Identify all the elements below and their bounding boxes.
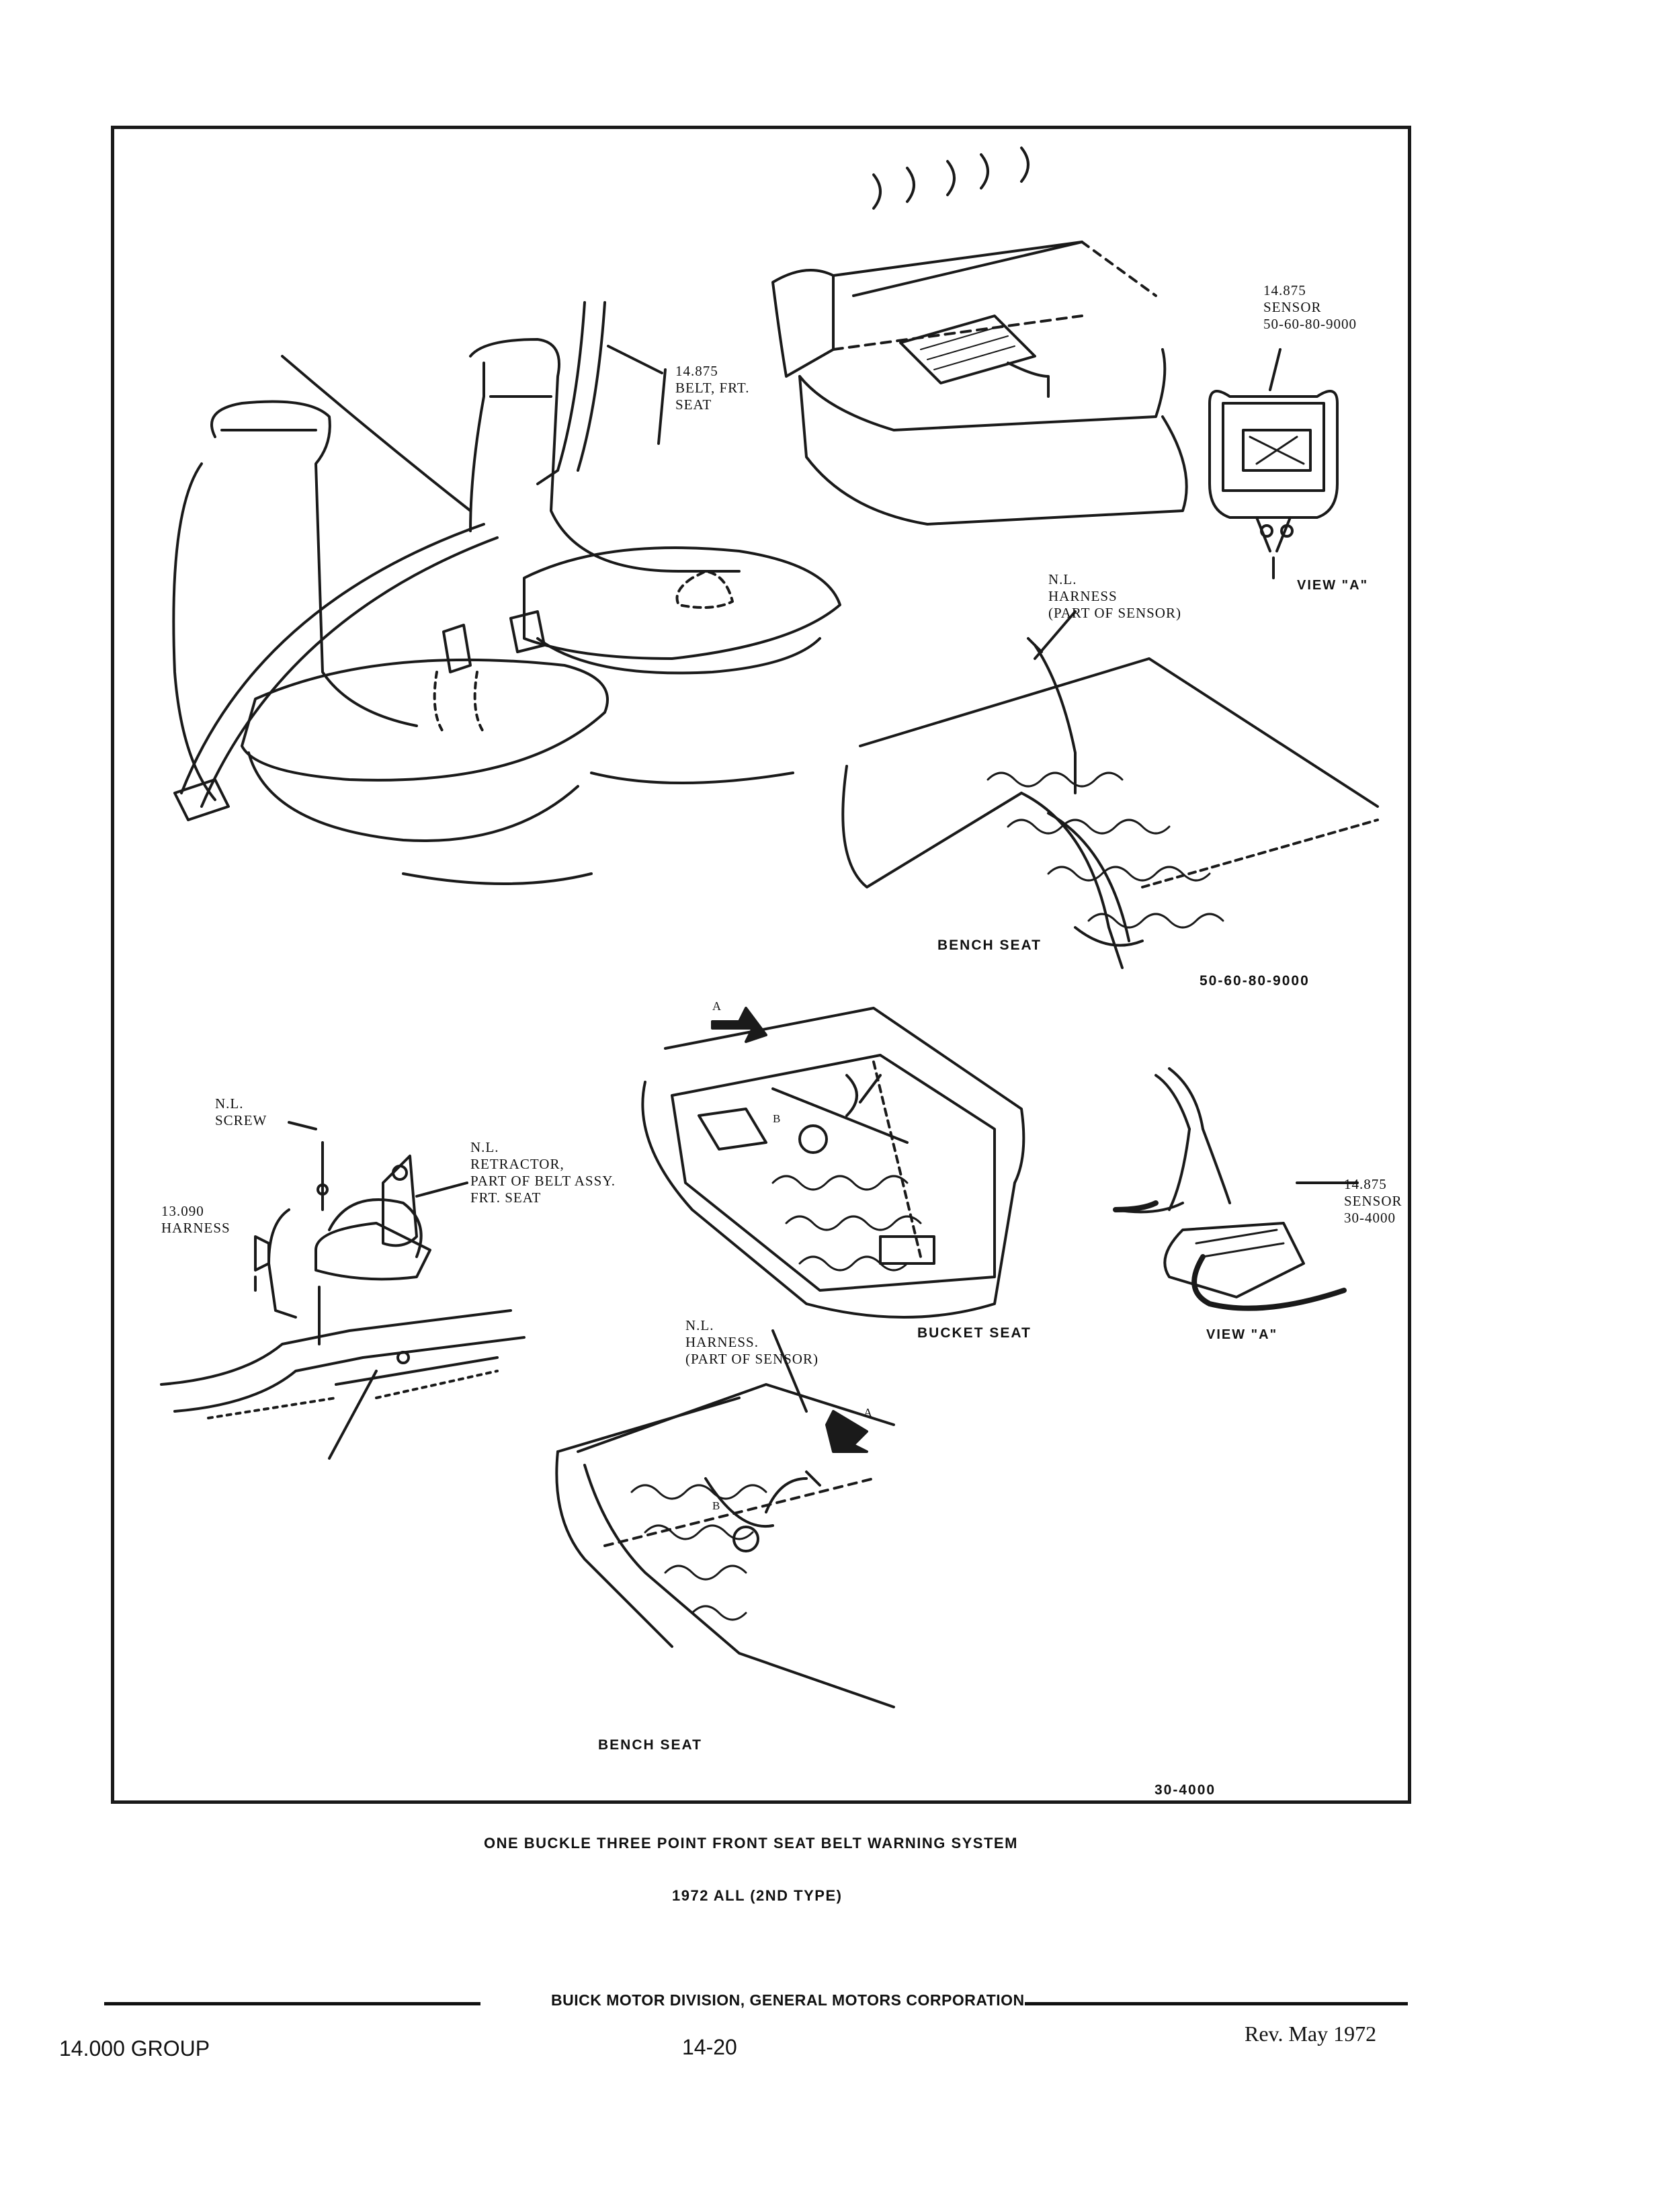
figure-frame — [111, 126, 1411, 1804]
bucket-seat-label: BUCKET SEAT — [917, 1325, 1032, 1341]
footer-rule-right — [1025, 2002, 1408, 2005]
retractor-label: N.L. RETRACTOR, PART OF BELT ASSY. FRT. … — [470, 1139, 616, 1206]
footer-group: 14.000 GROUP — [59, 2036, 210, 2061]
harness-label-bottom: N.L. HARNESS. (PART OF SENSOR) — [685, 1317, 818, 1367]
seat-cushion-drawing — [771, 147, 1188, 526]
view-a-label-top: VIEW "A" — [1297, 578, 1369, 593]
arrow-a-bench: A — [864, 1406, 873, 1419]
figure-caption-subtitle: 1972 ALL (2ND TYPE) — [672, 1887, 843, 1904]
front-seats-drawing — [172, 301, 841, 885]
footer-revision: Rev. May 1972 — [1245, 2022, 1377, 2046]
screw-label: N.L. SCREW — [215, 1095, 267, 1128]
figure-caption-title: ONE BUCKLE THREE POINT FRONT SEAT BELT W… — [484, 1835, 1018, 1852]
bench-seat-label-bottom: BENCH SEAT — [598, 1737, 702, 1753]
harness-label-top: N.L. HARNESS (PART OF SENSOR) — [1048, 571, 1181, 621]
footer-page-number: 14-20 — [682, 2035, 737, 2059]
sensor-view-a-bottom — [1113, 1067, 1359, 1311]
diagram-code-bottom: 30-4000 — [1154, 1782, 1216, 1798]
sensor-label-top: 14.875 SENSOR 50-60-80-9000 — [1263, 282, 1357, 332]
retractor-drawing — [160, 1121, 526, 1460]
sensor-label-bottom: 14.875 SENSOR 30-4000 — [1344, 1176, 1402, 1226]
harness-label-left: 13.090 HARNESS — [161, 1203, 230, 1236]
view-a-label-bottom: VIEW "A" — [1206, 1327, 1278, 1342]
marker-b-bucket: B — [773, 1112, 782, 1125]
marker-b-bench: B — [712, 1499, 721, 1512]
sensor-pad-view-a-top — [1208, 348, 1339, 579]
bench-seat-bottom-drawing — [555, 1329, 895, 1708]
belt-front-seat-label: 14.875 BELT, FRT. SEAT — [675, 363, 750, 413]
footer-rule-left — [104, 2002, 480, 2005]
diagram-code-top: 50-60-80-9000 — [1200, 973, 1310, 989]
bench-seat-label-top: BENCH SEAT — [937, 938, 1042, 953]
bucket-seat-drawing — [641, 1007, 1025, 1319]
arrow-a-bucket: A — [712, 999, 722, 1013]
bench-seat-top-drawing — [841, 610, 1379, 969]
footer-division: BUICK MOTOR DIVISION, GENERAL MOTORS COR… — [551, 1991, 1025, 2009]
